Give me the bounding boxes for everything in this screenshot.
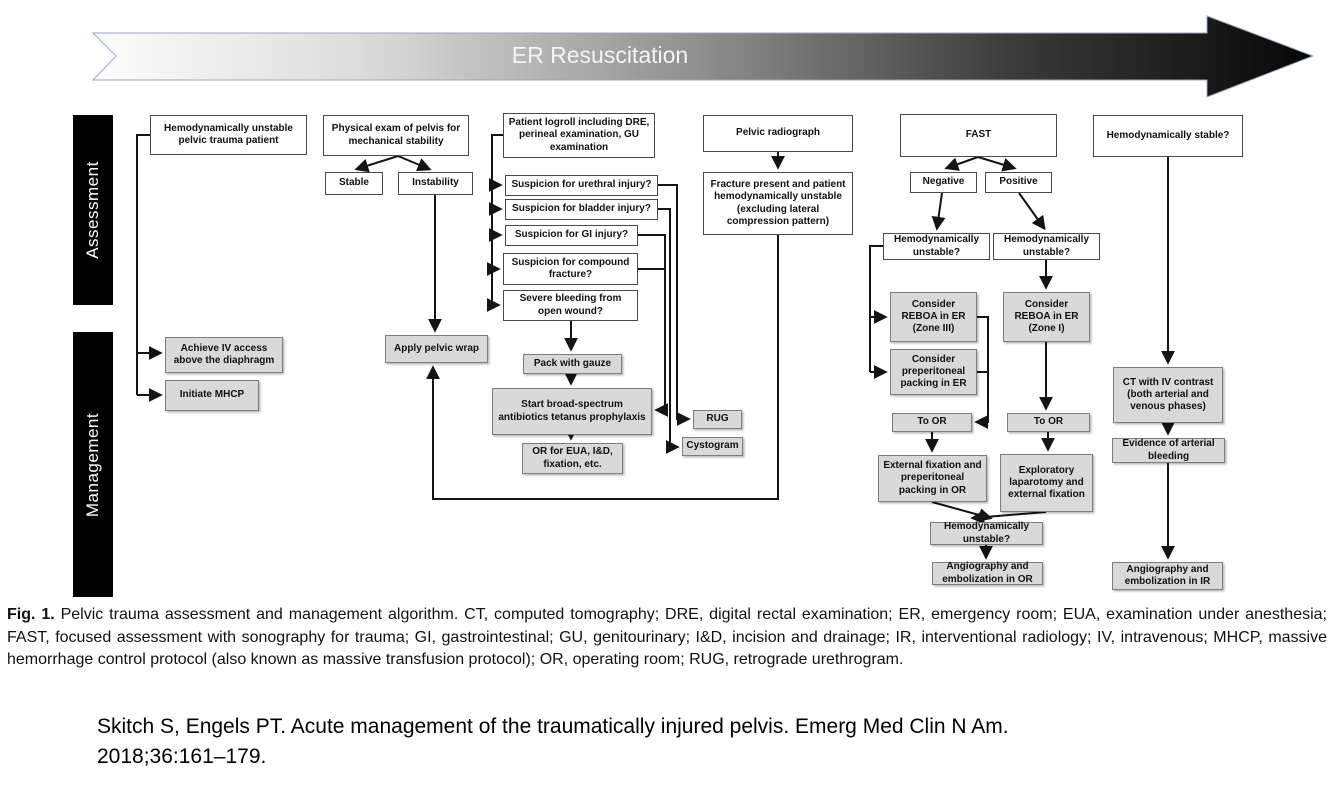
- node-or-for-eua: OR for EUA, I&D, fixation, etc.: [522, 443, 623, 474]
- edge-fast-to-positive: [977, 156, 1017, 172]
- figure-caption-text: Pelvic trauma assessment and management …: [7, 606, 1328, 669]
- node-ct-iv-contrast: CT with IV contrast (both arterial and v…: [1113, 367, 1223, 423]
- edge-fracture-to-wrap: [426, 235, 779, 500]
- node-hemodynamically-unstable-patient: Hemodynamically unstable pelvic trauma p…: [150, 115, 307, 155]
- node-hemo-unstable-bottom: Hemodynamically unstable?: [930, 521, 1043, 545]
- node-exploratory-laparotomy: Exploratory laparotomy and external fixa…: [1000, 454, 1093, 512]
- node-suspicion-compound-fracture: Suspicion for compound fracture?: [503, 253, 638, 285]
- edge-logroll-rail: [491, 134, 503, 305]
- edge-exam-to-stable: [354, 155, 399, 173]
- node-patient-logroll: Patient logroll including DRE, perineal …: [503, 113, 655, 158]
- node-preperitoneal-packing: Consider preperitoneal packing in ER: [890, 349, 977, 395]
- node-to-or-left: To OR: [892, 413, 972, 432]
- node-fast-negative: Negative: [910, 172, 977, 193]
- node-hemodynamically-stable: Hemodynamically stable?: [1093, 115, 1243, 157]
- node-hemo-unstable-right: Hemodynamically unstable?: [993, 233, 1100, 260]
- node-evidence-arterial-bleeding: Evidence of arterial bleeding: [1112, 438, 1225, 463]
- node-physical-exam: Physical exam of pelvis for mechanical s…: [323, 115, 469, 156]
- node-suspicion-urethral: Suspicion for urethral injury?: [505, 175, 658, 196]
- edge-reboa3-to-toor: [974, 316, 989, 429]
- citation-line-2: 2018;36:161–179.: [97, 745, 267, 769]
- node-reboa-zone1: Consider REBOA in ER (Zone I): [1003, 292, 1090, 342]
- node-achieve-iv-access: Achieve IV access above the diaphragm: [165, 337, 283, 373]
- edge-positive-to-hemo: [1018, 192, 1046, 231]
- edge-hemoleft-rail: [869, 245, 883, 372]
- edge-fast-to-negative: [944, 156, 979, 171]
- er-resuscitation-banner-arrow: [91, 15, 1315, 98]
- node-stable: Stable: [325, 172, 383, 195]
- node-suspicion-bladder: Suspicion for bladder injury?: [505, 199, 658, 220]
- node-suspicion-gi: Suspicion for GI injury?: [505, 225, 638, 246]
- assessment-section-label: Assessment: [83, 161, 102, 259]
- er-resuscitation-banner-label: ER Resuscitation: [511, 42, 689, 68]
- node-pelvic-radiograph: Pelvic radiograph: [703, 115, 853, 152]
- edge-explap-to-hemob: [970, 510, 1047, 525]
- citation: Skitch S, Engels PT. Acute management of…: [97, 712, 1197, 773]
- node-initiate-mhcp: Initiate MHCP: [165, 380, 259, 411]
- edge-patient-to-branch: [136, 134, 150, 395]
- edge-exam-to-instability: [397, 155, 432, 172]
- node-reboa-zone3: Consider REBOA in ER (Zone III): [890, 292, 977, 342]
- edge-gi-to-antibiotics: [638, 234, 669, 417]
- edge-extfix-to-hemob: [931, 501, 993, 522]
- edge-negative-to-hemo: [931, 192, 946, 231]
- management-section-label: Management: [83, 412, 103, 517]
- citation-line-1: Skitch S, Engels PT. Acute management of…: [97, 715, 1009, 738]
- node-apply-pelvic-wrap: Apply pelvic wrap: [385, 335, 488, 363]
- node-angiography-or: Angiography and embolization in OR: [932, 561, 1043, 585]
- node-pack-with-gauze: Pack with gauze: [523, 354, 622, 374]
- node-instability: Instability: [398, 172, 473, 195]
- node-angiography-ir: Angiography and embolization in IR: [1112, 562, 1223, 590]
- node-broad-spectrum-antibiotics: Start broad-spectrum antibiotics tetanus…: [492, 388, 652, 435]
- node-external-fixation: External fixation and preperitoneal pack…: [878, 455, 987, 502]
- node-fast: FAST: [900, 114, 1057, 157]
- node-severe-bleeding: Severe bleeding from open wound?: [503, 290, 638, 321]
- edge-bladder-to-cystogram: [658, 208, 680, 454]
- node-to-or-right: To OR: [1007, 413, 1090, 432]
- assessment-section-bar: Assessment: [73, 115, 113, 305]
- node-cystogram: Cystogram: [682, 437, 743, 456]
- node-fast-positive: Positive: [985, 172, 1052, 193]
- management-section-bar: Management: [73, 332, 113, 597]
- edge-urethral-to-rug: [658, 184, 691, 426]
- node-fracture-present: Fracture present and patient hemodynamic…: [703, 172, 853, 235]
- figure-caption-label: Fig. 1.: [7, 606, 55, 623]
- node-hemo-unstable-left: Hemodynamically unstable?: [883, 233, 990, 260]
- figure-caption: Fig. 1. Pelvic trauma assessment and man…: [7, 604, 1327, 672]
- node-rug: RUG: [693, 410, 742, 429]
